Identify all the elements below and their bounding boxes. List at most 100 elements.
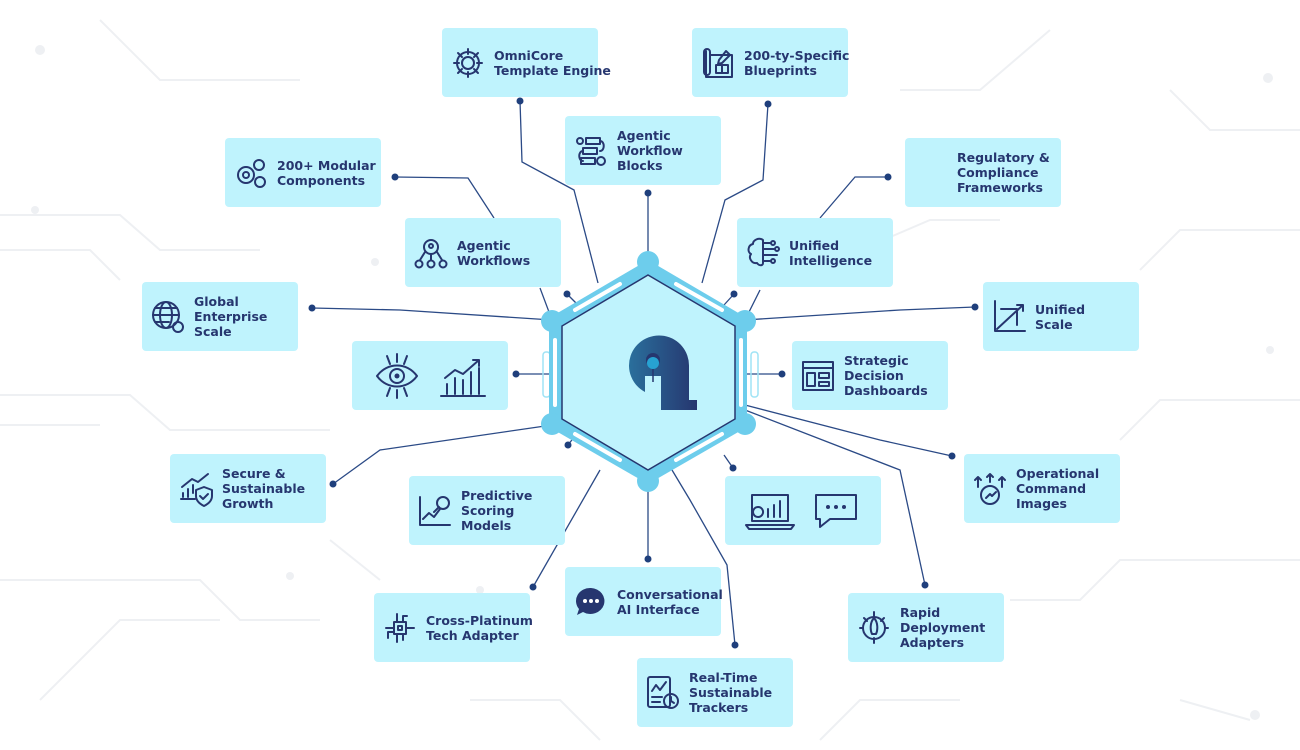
- node-label-line: Blueprints: [744, 62, 817, 78]
- node-card-laptop-chat: [725, 476, 881, 545]
- node-label-line: Regulatory &: [957, 150, 1050, 165]
- connector-dots: [308, 97, 979, 649]
- node-label-line: Intelligence: [789, 252, 873, 268]
- node-label-line: Command: [1016, 481, 1087, 496]
- node-label-line: Compliance: [957, 165, 1039, 180]
- node-label-line: Unified: [789, 237, 840, 253]
- team-gear-icon: [413, 235, 449, 271]
- chat-bubble-icon: [810, 485, 862, 537]
- node-label-line: Deployment: [900, 620, 986, 635]
- node-label-line: Scoring: [461, 503, 515, 518]
- node-label-line: Secure &: [222, 466, 286, 481]
- node-label-line: Operational: [1016, 466, 1100, 481]
- brain-circuit-icon: [745, 235, 781, 271]
- shield-chart-icon: [178, 471, 214, 507]
- node-label-line: Scale: [194, 324, 232, 339]
- node-card-vision-analytics: [352, 341, 508, 410]
- node-label-line: Blocks: [617, 158, 663, 173]
- node-label-line: OmniCore: [494, 47, 564, 63]
- laptop-chart-icon: [744, 485, 796, 537]
- gear-arrows-icon: [972, 471, 1008, 507]
- node-label-line: Template Engine: [494, 62, 611, 78]
- node-label-line: Components: [277, 172, 366, 188]
- node-label-line: Growth: [222, 496, 274, 511]
- node-label-line: Predictive: [461, 488, 533, 503]
- node-label-line: Frameworks: [957, 180, 1043, 195]
- node-label-line: Tech Adapter: [426, 627, 519, 643]
- dashboard-icon: [800, 358, 836, 394]
- node-label-line: Unified: [1035, 301, 1086, 317]
- eye-circuit-icon: [371, 350, 423, 402]
- workflow-blocks-icon: [573, 133, 609, 169]
- globe-gear-icon: [150, 299, 186, 335]
- central-hub-hexagon: [541, 251, 759, 492]
- node-label-line: Decision: [844, 368, 904, 383]
- node-label-line: Real-Time: [689, 670, 758, 685]
- rocket-gear-icon: [856, 610, 892, 646]
- gears-icon: [233, 155, 269, 191]
- growth-chart-icon: [991, 299, 1027, 335]
- node-label-line: Trackers: [689, 700, 749, 715]
- node-label-line: Sustainable: [689, 685, 773, 700]
- chip-icon: [382, 610, 418, 646]
- chart-magnifier-icon: [417, 493, 453, 529]
- node-label-line: AI Interface: [617, 601, 700, 617]
- node-label-line: Rapid: [900, 605, 941, 620]
- node-label-line: 200-ty-Specific: [744, 47, 850, 63]
- chat-dots-icon: [573, 584, 609, 620]
- bar-chart-arrow-icon: [437, 350, 489, 402]
- node-label-line: 200+ Modular: [277, 157, 376, 173]
- ai-logo: [629, 335, 697, 410]
- blueprint-icon: [700, 45, 736, 81]
- node-label-line: Workflows: [457, 252, 531, 268]
- node-label-line: Strategic: [844, 353, 909, 368]
- gear-icon: [450, 45, 486, 81]
- node-label-line: Global: [194, 294, 239, 309]
- node-label-line: Adapters: [900, 635, 965, 650]
- node-label-line: Scale: [1035, 316, 1073, 332]
- node-label-line: Agentic: [617, 128, 671, 143]
- icon-placeholder: [913, 155, 949, 191]
- report-clock-icon: [645, 675, 681, 711]
- node-label-line: Images: [1016, 496, 1067, 511]
- node-label-line: Dashboards: [844, 383, 928, 398]
- node-label-line: Agentic: [457, 237, 511, 253]
- node-label-line: Models: [461, 518, 512, 533]
- node-label-line: Sustainable: [222, 481, 306, 496]
